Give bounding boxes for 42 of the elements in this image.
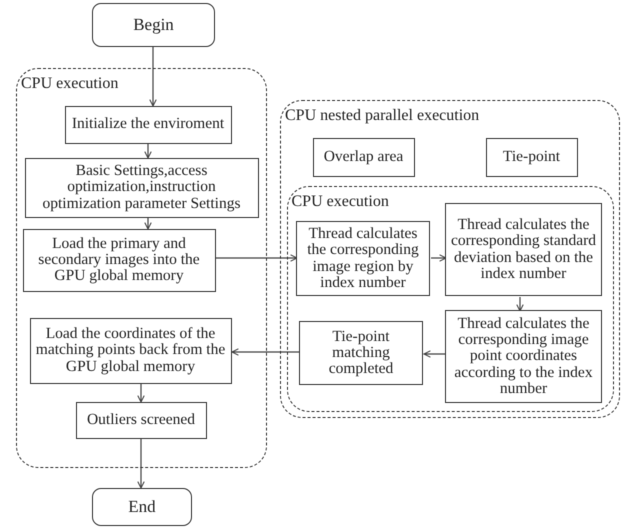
arrow — [216, 254, 298, 262]
process-box — [445, 203, 602, 296]
arrow — [137, 384, 145, 403]
dashed-container — [286, 186, 614, 412]
box-label: Thread calculates the corresponding image region by index number — [306, 226, 420, 292]
box-label: Load the coordinates of the matching points back from the GPU global memory — [34, 326, 226, 375]
box-label: Outliers screened — [86, 412, 196, 428]
process-box — [296, 221, 430, 296]
box-label: Tie-point matching completed — [328, 328, 394, 378]
box-label: Thread calculates the corresponding standard deviation based on the index number — [450, 216, 598, 282]
process-box — [22, 228, 216, 292]
dashed-container — [280, 100, 620, 418]
process-box — [445, 310, 602, 403]
arrow — [144, 144, 152, 159]
box-label: Begin — [133, 16, 174, 34]
process-box — [486, 138, 578, 176]
box-label: Load the primary and secondary images into the GPU global memory — [37, 236, 201, 284]
box-label: Thread calculates the corresponding image point coordinates according to the index number — [453, 316, 594, 398]
box-label: Overlap area — [324, 148, 404, 166]
box-label: Tie-point — [502, 148, 560, 166]
arrow — [423, 350, 446, 358]
arrow — [137, 439, 145, 489]
process-box — [30, 318, 232, 384]
process-box — [24, 158, 258, 218]
group-heading: CPU nested parallel execution — [285, 107, 480, 125]
process-box — [312, 138, 414, 176]
process-box — [299, 321, 423, 385]
box-label: Initialize the enviroment — [72, 116, 224, 133]
arrow — [144, 218, 152, 230]
group-heading: CPU execution — [292, 192, 389, 210]
dashed-container — [16, 68, 267, 468]
box-label: End — [128, 498, 156, 516]
process-box — [76, 402, 206, 438]
arrow — [516, 297, 524, 312]
arrow — [149, 47, 157, 107]
process-box — [64, 106, 232, 144]
terminal-box — [92, 488, 192, 526]
arrow — [231, 348, 300, 356]
terminal-box — [92, 3, 215, 47]
group-heading: CPU execution — [21, 75, 118, 93]
box-label: Basic Settings,access optimization,instruction optimization parameter Settings — [41, 163, 242, 212]
arrow — [431, 254, 447, 262]
